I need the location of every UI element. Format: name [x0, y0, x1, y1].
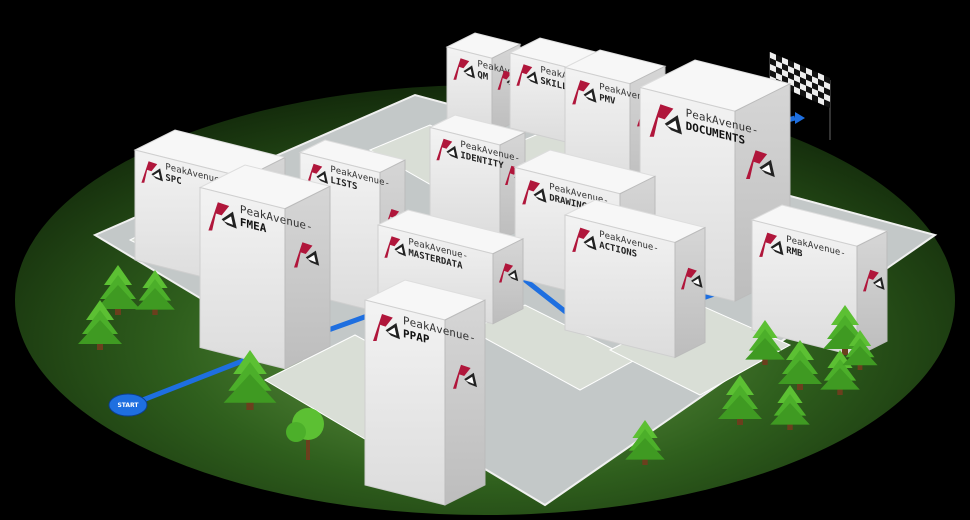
tree-icon — [625, 420, 665, 465]
peakavenue-logo-icon — [681, 267, 703, 290]
building-label-name: PMV — [599, 93, 616, 107]
building-fmea: PeakAvenue-FMEA — [198, 164, 332, 370]
buildings-layer: PeakAvenue-QMPeakAvenue-SKILLSPeakAvenue… — [133, 32, 889, 506]
peakavenue-logo-icon — [572, 227, 597, 252]
peakavenue-logo-icon — [516, 64, 538, 86]
peakavenue-logo-icon — [499, 263, 519, 283]
building-documents: PeakAvenue-DOCUMENTS — [638, 59, 792, 303]
peakavenue-logo-icon — [306, 163, 328, 186]
peakavenue-logo-icon — [436, 138, 458, 161]
peakavenue-logo-icon — [649, 104, 682, 137]
building-actions: PeakAvenue-ACTIONS — [563, 199, 707, 359]
trees-layer — [78, 265, 878, 465]
peakavenue-logo-icon — [572, 80, 597, 105]
tree-icon — [78, 300, 122, 350]
tree-icon — [820, 350, 860, 395]
building-label-name: SPC — [165, 173, 181, 187]
tree-icon — [745, 320, 785, 365]
start-label: START — [117, 402, 139, 409]
peakavenue-logo-icon — [384, 236, 406, 258]
tree-icon — [718, 375, 762, 425]
building-rmb: PeakAvenue-RMB — [750, 204, 889, 358]
route-arrow — [795, 112, 805, 124]
start-marker: START — [108, 393, 148, 417]
peakavenue-logo-icon — [746, 150, 775, 180]
peakavenue-logo-icon — [294, 242, 320, 268]
tree-icon — [223, 350, 277, 410]
peakavenue-logo-icon — [453, 58, 475, 80]
tree-icon — [770, 385, 810, 430]
peakavenue-logo-icon — [208, 202, 237, 231]
building-label-name: QM — [477, 70, 488, 83]
peakavenue-logo-icon — [373, 314, 400, 341]
tree-icon — [135, 270, 175, 315]
peakavenue-logo-icon — [453, 364, 477, 389]
tree-icon — [778, 340, 822, 390]
peakavenue-logo-icon — [522, 180, 547, 205]
tree-icon — [96, 265, 140, 315]
building-label-name: RMB — [786, 246, 803, 260]
round-tree-icon — [286, 408, 324, 460]
peakavenue-logo-icon — [141, 161, 163, 183]
peakavenue-logo-icon — [759, 232, 784, 257]
building-identity: PeakAvenue-IDENTITY — [428, 114, 527, 241]
peakavenue-logo-icon — [863, 269, 885, 292]
building-ppap: PeakAvenue-PPAP — [363, 279, 487, 506]
tree-icon — [842, 330, 878, 370]
